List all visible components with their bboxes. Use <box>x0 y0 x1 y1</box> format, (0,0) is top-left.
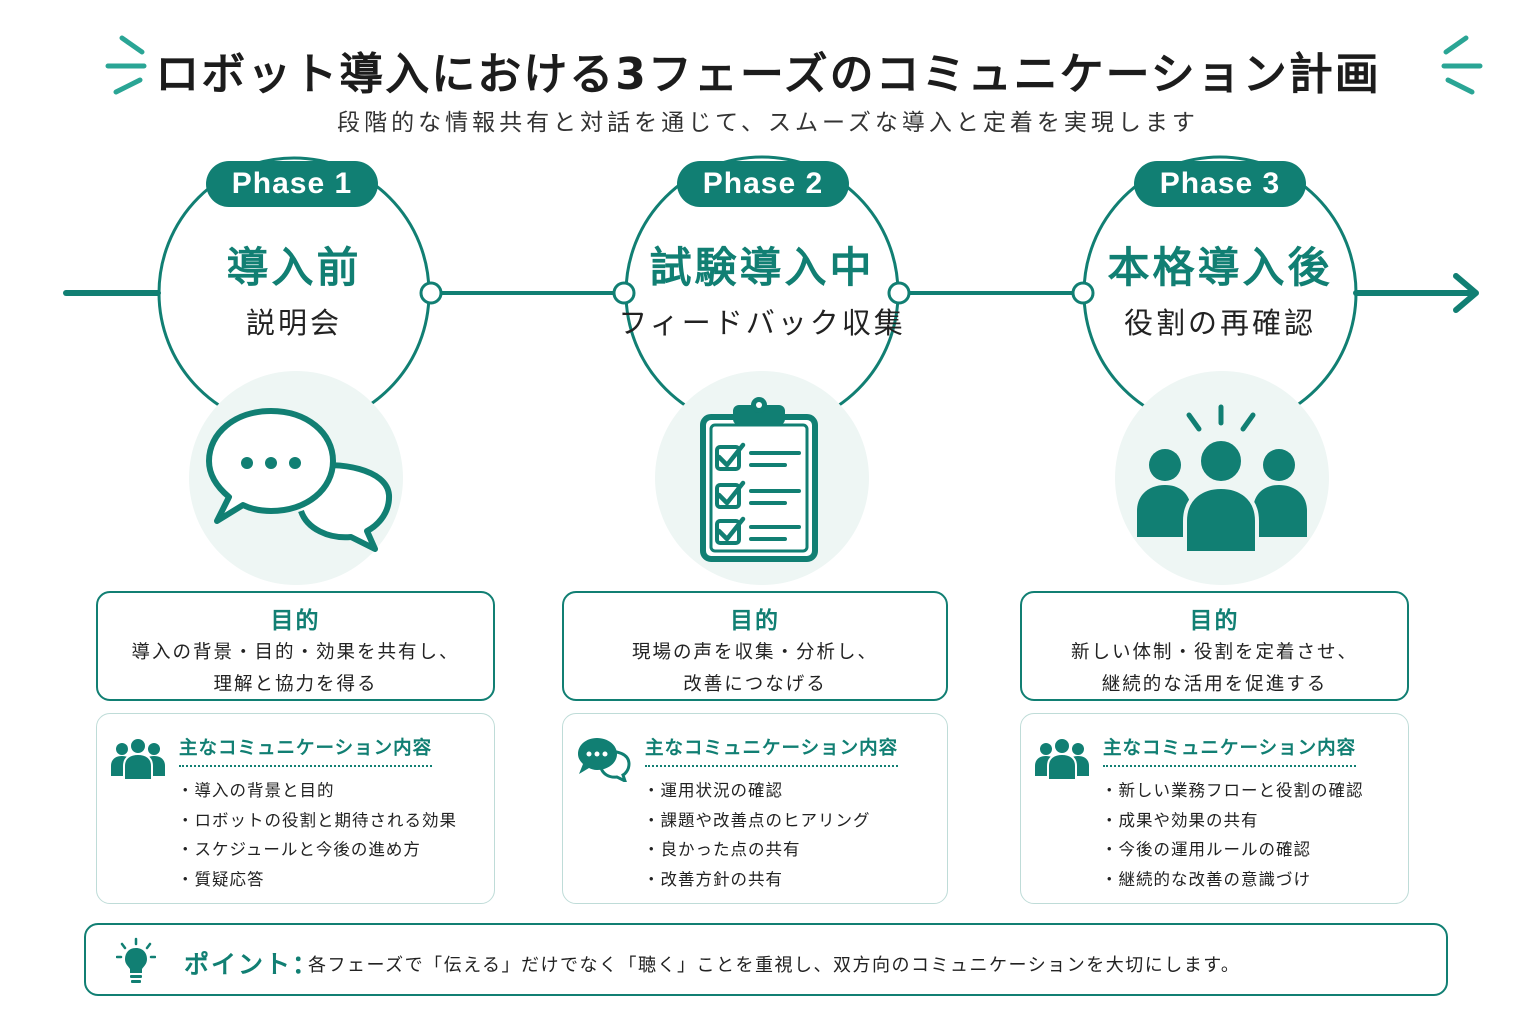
page-title: ロボット導入における3フェーズのコミュニケーション計画 <box>155 49 1381 100</box>
phase-1-title: 導入前 <box>226 243 362 292</box>
communication-title: 主なコミュニケーション内容 <box>179 734 433 767</box>
phase-3-purpose-box: 目的 新しい体制・役割を定着させ、 継続的な活用を促進する <box>1020 591 1409 701</box>
purpose-title: 目的 <box>730 608 780 634</box>
people-group-icon <box>111 737 165 781</box>
sparkle-right-icon <box>1441 35 1483 95</box>
phase-3-icon-backdrop <box>1115 371 1329 585</box>
list-item: 今後の運用ルールの確認 <box>1101 835 1364 865</box>
phase-3-subtitle: 役割の再確認 <box>1123 306 1316 340</box>
speech-bubbles-icon <box>578 738 631 782</box>
sparkle-left-icon <box>105 35 147 95</box>
purpose-line: 導入の背景・目的・効果を共有し、 <box>131 642 460 663</box>
phase-1-badge: Phase 1 <box>206 161 378 207</box>
phase-2-icon-backdrop <box>655 371 869 585</box>
point-callout: ポイント： 各フェーズで「伝える」だけでなく「聴く」ことを重視し、双方向のコミュ… <box>84 923 1448 996</box>
lightbulb-icon <box>116 937 156 983</box>
list-item: スケジュールと今後の進め方 <box>177 835 457 865</box>
people-group-icon <box>1035 737 1089 781</box>
communication-title: 主なコミュニケーション内容 <box>645 734 899 767</box>
phase-1-purpose-box: 目的 導入の背景・目的・効果を共有し、 理解と協力を得る <box>96 591 495 701</box>
list-item: 導入の背景と目的 <box>177 776 457 806</box>
communication-list: 新しい業務フローと役割の確認 成果や効果の共有 今後の運用ルールの確認 継続的な… <box>1101 776 1364 894</box>
list-item: 改善方針の共有 <box>643 865 871 895</box>
list-item: 良かった点の共有 <box>643 835 871 865</box>
phase-3-title: 本格導入後 <box>1107 243 1333 292</box>
purpose-title: 目的 <box>270 608 321 634</box>
purpose-line: 改善につなげる <box>683 674 827 695</box>
list-item: 運用状況の確認 <box>643 776 871 806</box>
list-item: 質疑応答 <box>177 865 457 895</box>
phase-3-badge: Phase 3 <box>1134 161 1306 207</box>
page-subtitle: 段階的な情報共有と対話を通じて、スムーズな導入と定着を実現します <box>337 110 1199 136</box>
timeline-arrowhead <box>1453 273 1479 313</box>
phase-1-icon-backdrop <box>189 371 403 585</box>
purpose-line: 現場の声を収集・分析し、 <box>631 642 878 663</box>
phase-2-communication-box: 主なコミュニケーション内容 運用状況の確認 課題や改善点のヒアリング 良かった点… <box>562 713 948 904</box>
purpose-title: 目的 <box>1189 608 1240 634</box>
phase-1-communication-box: 主なコミュニケーション内容 導入の背景と目的 ロボットの役割と期待される効果 ス… <box>96 713 495 904</box>
purpose-line: 継続的な活用を促進する <box>1101 674 1328 695</box>
list-item: 成果や効果の共有 <box>1101 806 1364 836</box>
phase-2-purpose-box: 目的 現場の声を収集・分析し、 改善につなげる <box>562 591 948 701</box>
phase-2-badge: Phase 2 <box>677 161 849 207</box>
communication-list: 導入の背景と目的 ロボットの役割と期待される効果 スケジュールと今後の進め方 質… <box>177 776 457 894</box>
purpose-line: 新しい体制・役割を定着させ、 <box>1070 642 1358 663</box>
clipboard-checklist-icon <box>700 397 818 562</box>
communication-list: 運用状況の確認 課題や改善点のヒアリング 良かった点の共有 改善方針の共有 <box>643 776 871 894</box>
list-item: ロボットの役割と期待される効果 <box>177 806 457 836</box>
point-label: ポイント： <box>184 950 320 979</box>
list-item: 継続的な改善の意識づけ <box>1101 865 1364 895</box>
phase-3-communication-box: 主なコミュニケーション内容 新しい業務フローと役割の確認 成果や効果の共有 今後… <box>1020 713 1409 904</box>
phase-2-title: 試験導入中 <box>649 243 875 292</box>
purpose-line: 理解と協力を得る <box>213 674 378 695</box>
list-item: 課題や改善点のヒアリング <box>643 806 871 836</box>
phase-1-subtitle: 説明会 <box>245 306 342 340</box>
list-item: 新しい業務フローと役割の確認 <box>1101 776 1364 806</box>
communication-title: 主なコミュニケーション内容 <box>1103 734 1357 767</box>
phase-2-subtitle: フィードバック収集 <box>618 306 906 340</box>
point-text: 各フェーズで「伝える」だけでなく「聴く」ことを重視し、双方向のコミュニケーション… <box>308 955 1241 976</box>
speech-bubbles-icon <box>206 408 392 552</box>
team-icon <box>1137 404 1307 555</box>
